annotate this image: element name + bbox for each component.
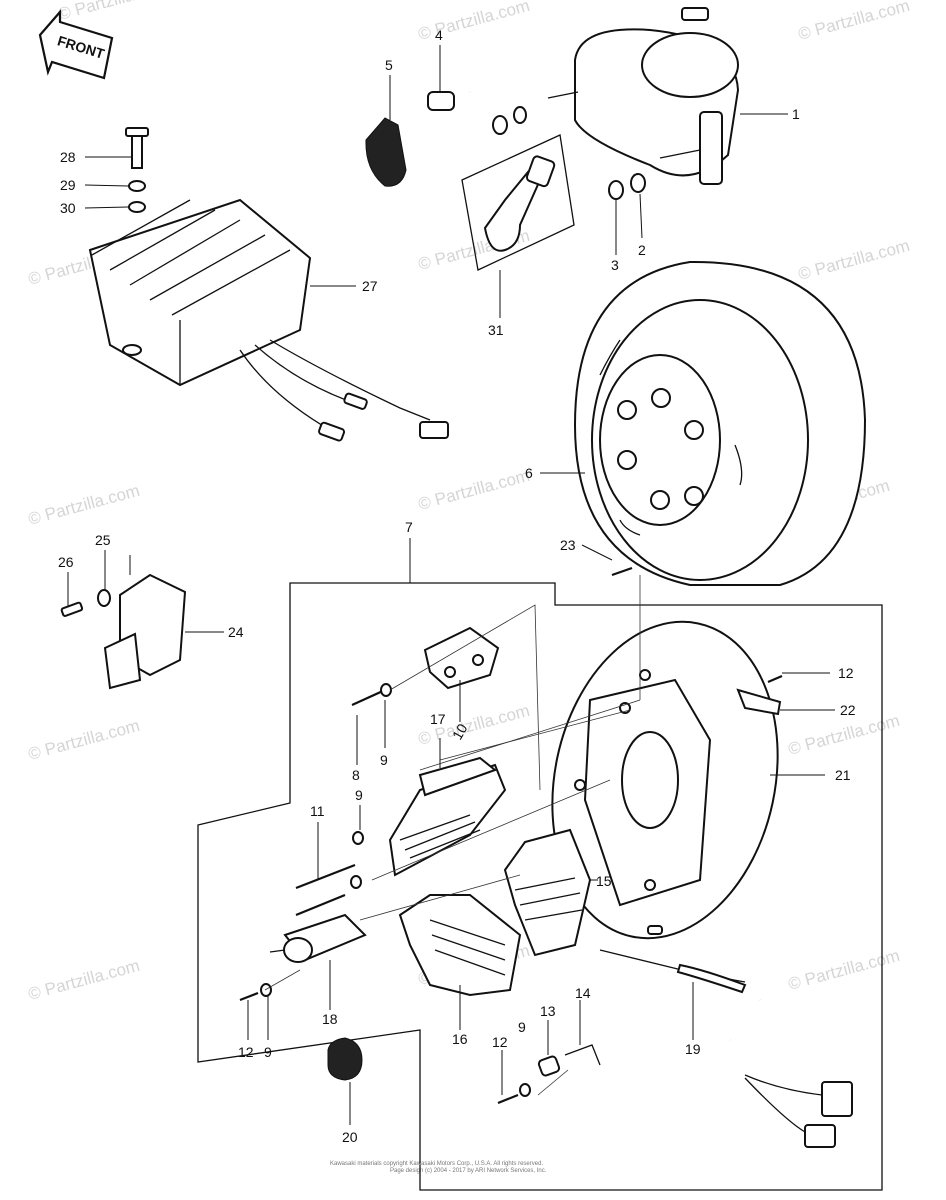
- callout-10: 10: [449, 721, 471, 743]
- callout-labels: 1 2 3 4 5 6 7 8 9 9 9 9 10 11 12 12 12 1…: [58, 27, 856, 1145]
- grommet: [327, 1037, 363, 1081]
- watermark: © Partzilla.com: [786, 946, 902, 994]
- callout-14: 14: [575, 985, 591, 1001]
- watermark: © Partzilla.com: [26, 481, 142, 529]
- callout-18: 18: [322, 1011, 338, 1027]
- callout-19: 19: [685, 1041, 701, 1057]
- callout-11: 11: [310, 803, 325, 819]
- callout-12b: 12: [238, 1044, 254, 1060]
- screws: [239, 566, 783, 1105]
- callout-24: 24: [228, 624, 244, 640]
- callout-17: 17: [430, 711, 446, 727]
- watermark: © Partzilla.com: [26, 956, 142, 1004]
- callout-12c: 12: [492, 1034, 508, 1050]
- small-hardware-top: [365, 91, 646, 200]
- wiring-harness: [599, 925, 853, 1148]
- callout-28: 28: [60, 149, 76, 165]
- front-label: FRONT: [56, 32, 107, 62]
- callout-25: 25: [95, 532, 111, 548]
- callout-3: 3: [611, 257, 619, 273]
- alignment-lines: [264, 575, 641, 1096]
- callout-7: 7: [405, 519, 413, 535]
- stator-plate: [551, 620, 779, 940]
- relay-bracket: [60, 573, 187, 690]
- ignition-coil: [468, 7, 740, 185]
- callout-13: 13: [540, 1003, 556, 1019]
- callout-5: 5: [385, 57, 393, 73]
- charging-coil-15: [503, 828, 592, 957]
- callout-29: 29: [60, 177, 76, 193]
- plug-cap-box: [461, 134, 575, 271]
- callout-9b: 9: [355, 787, 363, 803]
- watermark: © Partzilla.com: [796, 236, 912, 284]
- charging-coil-upper: [388, 756, 507, 877]
- watermark: © Partzilla.com: [416, 0, 532, 44]
- leader-lines: [67, 45, 835, 1125]
- callout-9c: 9: [264, 1044, 272, 1060]
- charging-coil-16: [398, 894, 522, 997]
- callout-21: 21: [835, 767, 851, 783]
- wire-clamp: [736, 688, 782, 716]
- watermark: © Partzilla.com: [786, 711, 902, 759]
- callout-6: 6: [525, 465, 533, 481]
- callout-30: 30: [60, 200, 76, 216]
- watermark: © Partzilla.com: [416, 466, 532, 514]
- pickup-coil: [423, 626, 500, 690]
- callout-1: 1: [792, 106, 800, 122]
- regulator-rectifier: [88, 198, 449, 442]
- callout-9a: 9: [380, 752, 388, 768]
- watermark: © Partzilla.com: [26, 716, 142, 764]
- rotor-flywheel: [573, 260, 867, 586]
- callout-15: 15: [596, 873, 612, 889]
- spring-and-clip: [537, 1044, 601, 1077]
- front-arrow-badge: FRONT: [38, 9, 114, 80]
- callout-31: 31: [488, 322, 504, 338]
- watermark: © Partzilla.com: [56, 0, 172, 24]
- callout-20: 20: [342, 1129, 358, 1145]
- regulator-bolt-washers: [125, 127, 149, 213]
- footer-line-2: Page design (c) 2004 - 2017 by ARI Netwo…: [390, 1168, 547, 1174]
- callout-26: 26: [58, 554, 74, 570]
- callout-9d: 9: [518, 1019, 526, 1035]
- callout-12a: 12: [838, 665, 854, 681]
- watermark: © Partzilla.com: [796, 0, 912, 44]
- callout-4: 4: [435, 27, 443, 43]
- callout-27: 27: [362, 278, 378, 294]
- stator-assembly-outline: [197, 582, 883, 1191]
- callout-2: 2: [638, 242, 646, 258]
- footer-line-1: Kawasaki materials copyright Kawasaki Mo…: [330, 1161, 543, 1167]
- condenser: [269, 913, 367, 963]
- callout-23: 23: [560, 537, 576, 553]
- footer-copyright: Kawasaki materials copyright Kawasaki Mo…: [330, 1161, 547, 1174]
- callout-22: 22: [840, 702, 856, 718]
- callout-8: 8: [352, 767, 360, 783]
- callout-16: 16: [452, 1031, 468, 1047]
